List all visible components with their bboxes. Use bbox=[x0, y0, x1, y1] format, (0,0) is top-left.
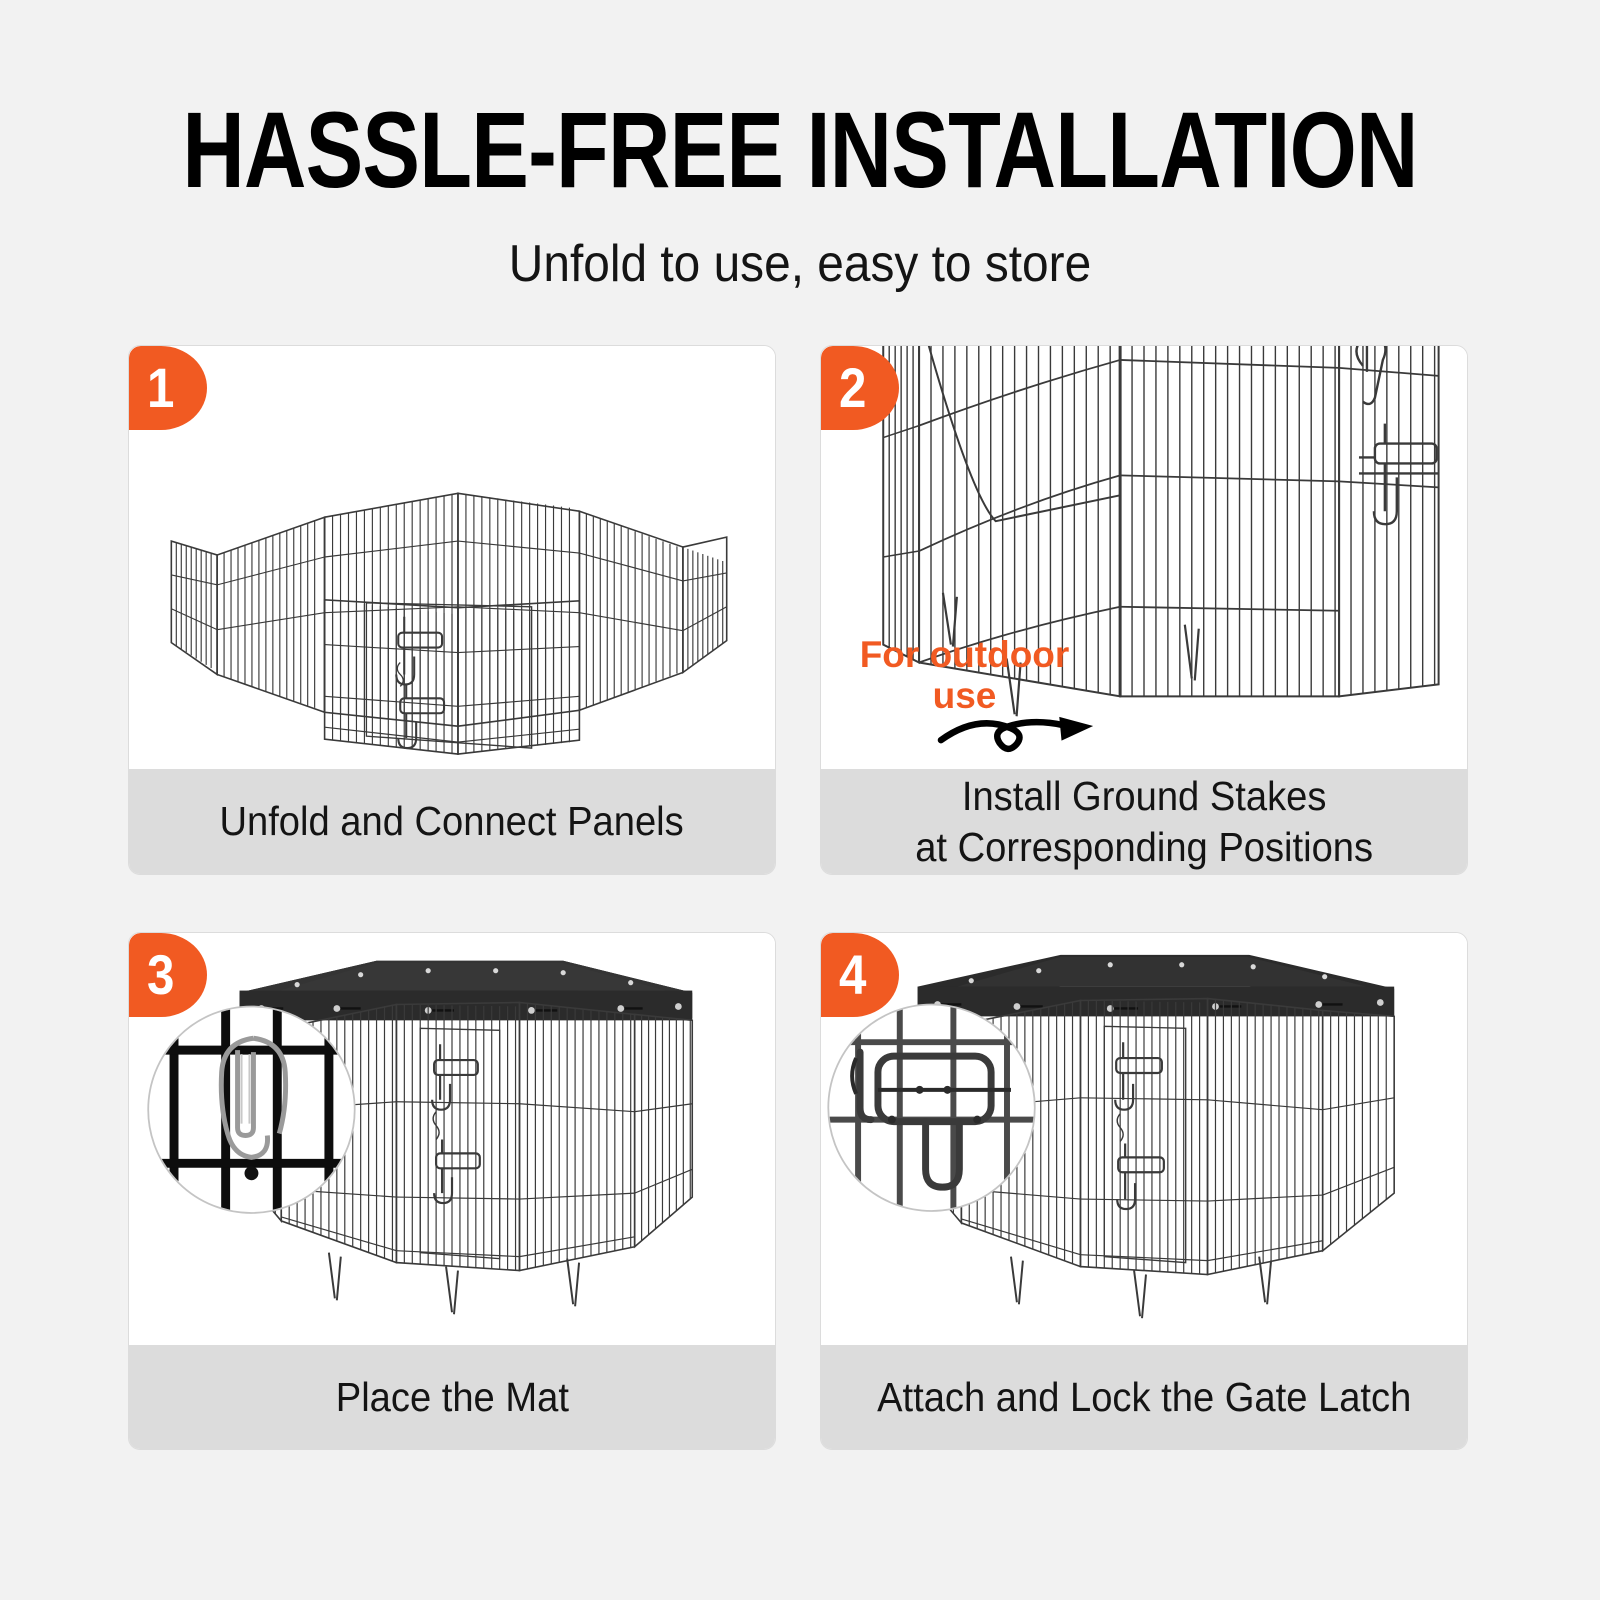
caption-line: Place the Mat bbox=[335, 1373, 569, 1420]
step-caption-2: Install Ground Stakes at Corresponding P… bbox=[821, 769, 1467, 874]
step-badge-2: 2 bbox=[821, 346, 899, 430]
caption-line: at Corresponding Positions bbox=[915, 823, 1373, 870]
step-card-4: 4 bbox=[820, 932, 1468, 1450]
step-caption-3: Place the Mat bbox=[129, 1345, 775, 1449]
step-illustration-2: For outdoor use bbox=[821, 346, 1467, 769]
caption-line: Attach and Lock the Gate Latch bbox=[876, 1373, 1412, 1420]
step-illustration-1 bbox=[129, 346, 775, 769]
steps-grid: 1 bbox=[128, 345, 1468, 1450]
step-card-1: 1 bbox=[128, 345, 776, 875]
step-badge-1: 1 bbox=[129, 346, 207, 430]
step-card-2: 2 bbox=[820, 345, 1468, 875]
top-mat bbox=[239, 960, 693, 1021]
step-badge-4: 4 bbox=[821, 933, 899, 1017]
callout-line-2: use bbox=[932, 675, 997, 717]
page-title: HASSLE-FREE INSTALLATION bbox=[182, 89, 1418, 210]
step-caption-4: Attach and Lock the Gate Latch bbox=[821, 1345, 1467, 1449]
caption-line: Install Ground Stakes bbox=[961, 773, 1327, 820]
outdoor-use-callout: For outdoor use bbox=[847, 634, 1082, 717]
step-number-3: 3 bbox=[147, 943, 175, 1006]
header: HASSLE-FREE INSTALLATION Unfold to use, … bbox=[0, 96, 1600, 294]
callout-line-1: For outdoor bbox=[859, 634, 1070, 675]
step-card-3: 3 bbox=[128, 932, 776, 1450]
gate-latch-detail-inset bbox=[827, 1003, 1036, 1212]
step-caption-1: Unfold and Connect Panels bbox=[129, 769, 775, 874]
step-number-4: 4 bbox=[839, 943, 867, 1006]
step-number-2: 2 bbox=[839, 356, 867, 419]
page-subtitle: Unfold to use, easy to store bbox=[508, 235, 1092, 293]
carabiner-detail-inset bbox=[147, 1005, 356, 1214]
step-illustration-4 bbox=[821, 933, 1467, 1345]
step-illustration-3 bbox=[129, 933, 775, 1345]
caption-line: Unfold and Connect Panels bbox=[219, 798, 685, 845]
top-mat bbox=[917, 954, 1395, 1017]
step-badge-3: 3 bbox=[129, 933, 207, 1017]
step-number-1: 1 bbox=[147, 356, 175, 419]
